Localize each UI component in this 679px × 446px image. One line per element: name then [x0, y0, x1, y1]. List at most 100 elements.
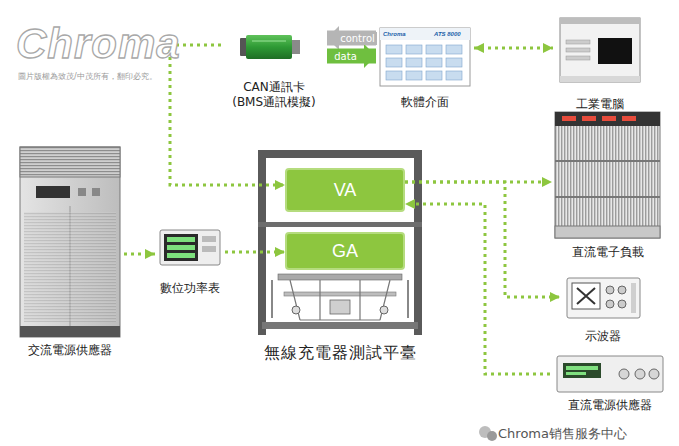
- node-label: 數位功率表: [160, 281, 220, 296]
- power-meter-icon-part: [167, 253, 195, 258]
- dotted-arrow: [225, 251, 285, 254]
- screen-title: ATS 8000: [434, 30, 461, 38]
- node-label: GA: [332, 240, 358, 262]
- copyright-note: 圖片版權為致茂/中茂所有，翻印必究。: [18, 72, 157, 82]
- ac-source-cabinet-icon-part: [36, 186, 70, 198]
- node-label: 直流電子負載: [572, 245, 644, 260]
- dc-load-rack-icon-part: [555, 196, 660, 198]
- test-platform-frame-part: [292, 306, 300, 314]
- test-platform-frame-part: [380, 306, 388, 314]
- screen-buttons-part: [406, 45, 422, 54]
- power-meter-icon: [160, 230, 220, 265]
- scope-knobs-part: [618, 300, 626, 308]
- test-platform-frame-part: [258, 150, 422, 158]
- industrial-pc-icon: [560, 18, 640, 82]
- node-label: 直流電源供應器: [568, 398, 652, 413]
- industrial-pc-icon-part: [560, 18, 640, 82]
- power-meter-icon-part: [167, 245, 195, 250]
- oscilloscope-icon-part: [577, 288, 595, 304]
- device-node: 直流電源供應器: [550, 352, 670, 413]
- dc-source-icon-part: [566, 366, 598, 370]
- industrial-pc-icon-part: [560, 18, 640, 24]
- screen-buttons: [386, 45, 462, 80]
- test-platform-frame-part: [272, 280, 408, 318]
- device-node: 直流電子負載: [552, 110, 664, 260]
- va-box: VA: [285, 168, 405, 212]
- software-screen-icon: [380, 28, 470, 86]
- dc-load-rack-icon-part: [582, 116, 596, 121]
- dotted-arrow: [124, 253, 155, 256]
- dc-source-icon-part: [557, 356, 663, 392]
- can-card-icon-part: [292, 40, 300, 54]
- ac-source-cabinet-icon-part: [20, 147, 120, 337]
- test-platform-frame-part: [262, 322, 418, 329]
- power-meter-icon-part: [202, 246, 216, 252]
- power-meter-icon-part: [202, 236, 216, 242]
- test-platform-frame-part: [290, 280, 390, 320]
- screen-buttons-part: [386, 45, 402, 54]
- can-card-icon: [240, 35, 300, 59]
- screen-buttons-part: [406, 58, 422, 67]
- node-label: CAN通訊卡 (BMS通訊模擬): [225, 80, 323, 110]
- dc-load-rack-icon-part: [555, 112, 660, 238]
- ga-box: GA: [285, 232, 405, 270]
- can-card-icon-part: [246, 35, 292, 59]
- signal-label: data: [332, 50, 359, 63]
- software-screen-icon-part: [380, 28, 470, 40]
- dotted-arrow: [405, 182, 560, 297]
- oscilloscope-icon-part: [567, 278, 640, 318]
- brand-logo: Chroma: [16, 20, 181, 68]
- dc-load-rack-icon-part: [562, 116, 576, 121]
- scope-knobs-part: [606, 300, 614, 308]
- dc-source-icon-part: [563, 363, 601, 378]
- device-node: CAN通訊卡 (BMS通訊模擬): [221, 30, 327, 110]
- screen-logo: Chroma: [383, 30, 406, 38]
- software-screen-icon-part: [380, 28, 470, 86]
- screen-buttons-part: [406, 71, 422, 80]
- test-platform-frame-part: [414, 150, 422, 335]
- device-node: 交流電源供應器: [16, 144, 124, 358]
- ac-source-cabinet-icon-part: [24, 212, 116, 322]
- industrial-pc-icon-part: [566, 40, 590, 44]
- node-label: 無線充電器測試平臺: [251, 343, 429, 363]
- test-platform-frame-part: [284, 292, 396, 296]
- screen-buttons-part: [446, 71, 462, 80]
- node-label: 示波器: [585, 329, 621, 344]
- ac-source-cabinet-icon: [20, 147, 120, 337]
- screen-buttons-part: [386, 71, 402, 80]
- ac-source-cabinet-icon-part: [92, 188, 100, 196]
- test-platform-frame-part: [258, 150, 266, 335]
- dc-load-rack-icon-part: [555, 112, 660, 126]
- dotted-arrow: [405, 204, 550, 374]
- signal-band-arrow: [327, 31, 376, 46]
- oscilloscope-icon: [567, 278, 640, 318]
- watermark: Chroma销售服务中心: [498, 426, 627, 442]
- dc-knobs-part: [635, 369, 645, 379]
- industrial-pc-icon-part: [560, 76, 640, 82]
- screen-buttons-part: [446, 58, 462, 67]
- test-platform-frame-part: [278, 274, 402, 280]
- dc-load-rack-icon: [555, 112, 660, 238]
- scope-knobs-part: [618, 286, 626, 294]
- scope-knobs: [606, 286, 626, 308]
- scope-knobs-part: [606, 286, 614, 294]
- dc-knobs-part: [649, 369, 659, 379]
- device-node: 示波器: [560, 274, 646, 344]
- platform-node: 無線充電器測試平臺 VA GA: [251, 148, 429, 363]
- power-meter-icon-part: [167, 237, 195, 242]
- dc-load-rack-icon-part: [622, 116, 636, 121]
- screen-buttons-part: [386, 58, 402, 67]
- test-platform-frame: [258, 150, 422, 335]
- node-label: 軟體介面: [401, 95, 449, 110]
- dc-knobs-part: [619, 369, 629, 379]
- power-meter-icon-part: [164, 234, 198, 261]
- dc-load-rack-icon-part: [555, 226, 660, 238]
- node-label: 交流電源供應器: [28, 343, 112, 358]
- oscilloscope-icon-part: [631, 283, 636, 313]
- ac-source-cabinet-icon-part: [20, 326, 120, 337]
- test-platform-frame-part: [258, 222, 422, 227]
- screen-buttons-part: [446, 45, 462, 54]
- wechat-icon-part: [487, 431, 497, 441]
- wechat-icon: [479, 426, 497, 441]
